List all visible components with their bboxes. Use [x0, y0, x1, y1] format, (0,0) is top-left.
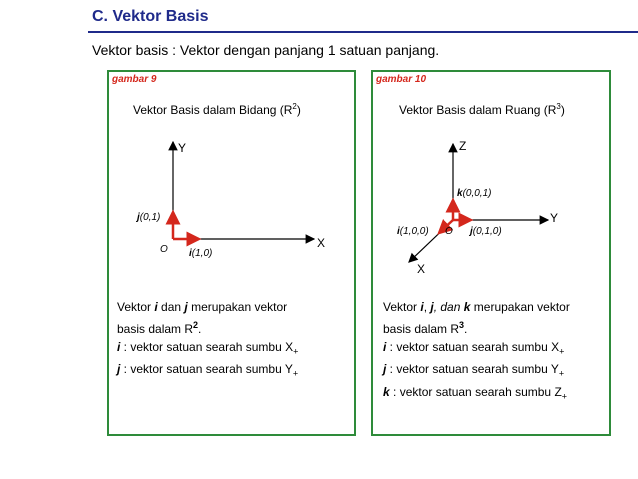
axis-label-z: Z [459, 139, 466, 153]
diagram-2d: Y X O j(0,1) i(1,0) [135, 140, 325, 259]
vector-j-label: j(0,1) [135, 212, 160, 223]
description-2d: Vektor i dan j merupakan vektor basis da… [117, 300, 299, 379]
panel-title-2d: Vektor Basis dalam Bidang (R2) [133, 102, 301, 117]
vector-i-label: i(1,0,0) [397, 226, 429, 237]
section-title: C. Vektor Basis [92, 8, 209, 25]
vector-j-label: j(0,1,0) [468, 226, 502, 237]
vector-i-label: i(1,0) [189, 248, 212, 259]
caption-gambar-10: gambar 10 [376, 74, 427, 85]
panel-basis-2d: gambar 9 Vektor Basis dalam Bidang (R2) … [107, 70, 356, 436]
caption-gambar-9: gambar 9 [112, 74, 157, 85]
vector-i-arrow [437, 218, 454, 235]
origin-label: O [160, 244, 168, 255]
description-3d: Vektor i, j, dan k merupakan vektor basi… [383, 300, 570, 402]
axis-label-y: Y [178, 141, 186, 155]
axis-label-x: X [417, 262, 425, 276]
title-underline [88, 31, 638, 33]
axis-label-x: X [317, 236, 325, 250]
intro-text: Vektor basis : Vektor dengan panjang 1 s… [92, 42, 440, 58]
axis-label-y: Y [550, 211, 558, 225]
vector-k-label: k(0,0,1) [457, 188, 491, 199]
panel-title-3d: Vektor Basis dalam Ruang (R3) [399, 102, 565, 117]
panel-basis-3d: gambar 10 Vektor Basis dalam Ruang (R3) … [371, 70, 611, 436]
diagram-3d: Z Y X O k(0,0,1) i(1,0,0) j(0,1,0) [397, 139, 558, 276]
origin-label: O [445, 226, 453, 237]
